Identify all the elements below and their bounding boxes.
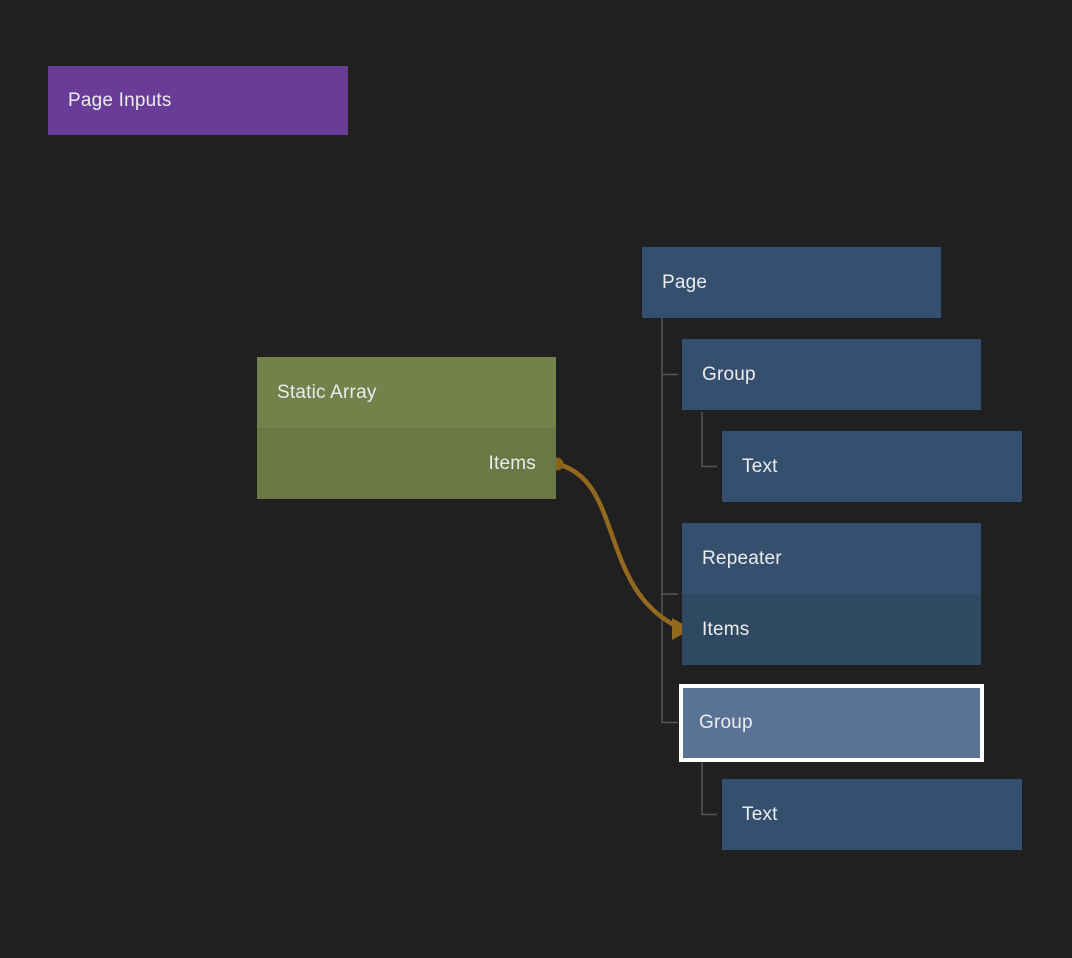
node-group-1[interactable]: Group <box>682 339 981 410</box>
node-repeater-header[interactable]: Repeater <box>682 523 981 594</box>
node-text-2[interactable]: Text <box>722 779 1022 850</box>
node-text-1[interactable]: Text <box>722 431 1022 502</box>
tree-line-group-1-to-text-1 <box>701 412 717 468</box>
node-page[interactable]: Page <box>642 247 941 318</box>
tree-line-page-to-group-selected <box>661 318 678 724</box>
static-array-items-port-label: Items <box>488 452 536 474</box>
node-group-selected[interactable]: Group <box>679 684 984 762</box>
repeater-items-port-row[interactable]: Items <box>682 594 981 665</box>
node-group-1-label: Group <box>702 363 756 385</box>
node-static-array-label: Static Array <box>277 381 377 403</box>
node-page-inputs[interactable]: Page Inputs <box>48 66 348 135</box>
node-page-label: Page <box>662 271 708 293</box>
node-repeater-label: Repeater <box>702 547 782 569</box>
node-static-array-header[interactable]: Static Array <box>257 357 556 428</box>
static-array-items-port-row[interactable]: Items <box>257 428 556 499</box>
node-text-1-label: Text <box>742 455 778 477</box>
repeater-items-port-label: Items <box>702 618 750 640</box>
node-text-2-label: Text <box>742 803 778 825</box>
node-static-array[interactable]: Static Array Items <box>257 357 556 499</box>
node-repeater[interactable]: Repeater Items <box>682 523 981 665</box>
tree-line-group-selected-to-text-2 <box>701 762 717 816</box>
edge-curve[interactable] <box>554 461 681 630</box>
node-page-inputs-label: Page Inputs <box>68 89 172 111</box>
node-group-selected-label: Group <box>699 712 753 733</box>
edge-items-to-repeater-items[interactable] <box>550 457 693 641</box>
